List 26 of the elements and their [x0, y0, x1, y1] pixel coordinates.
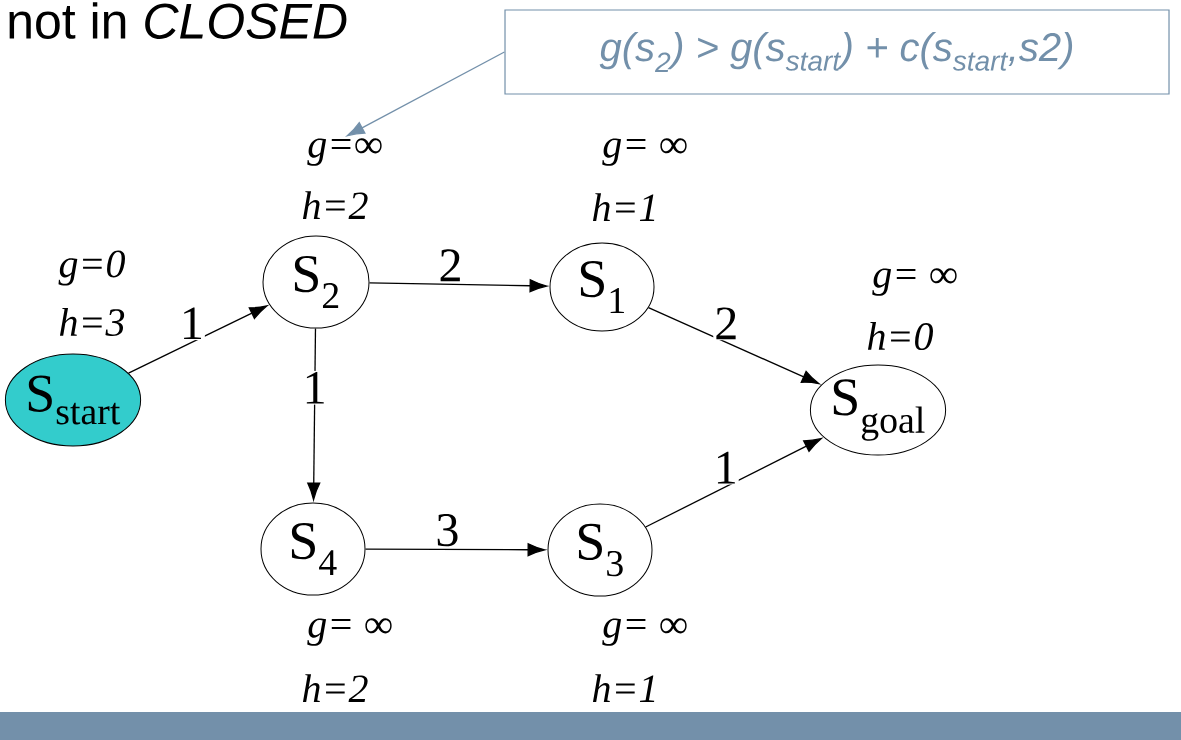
cost-label: g= ∞: [307, 618, 392, 646]
edge-label: 1: [301, 370, 328, 405]
cost-label: h=1: [592, 674, 655, 702]
cost-label: g= ∞: [602, 138, 687, 166]
cost-label: g=∞: [307, 138, 382, 166]
arrow: [647, 307, 820, 385]
edge-label: 2: [437, 248, 464, 283]
heading-text: not in CLOSED: [9, 2, 347, 39]
arrow: [368, 279, 548, 293]
edge-label: 1: [178, 306, 205, 341]
cost-label: g= ∞: [602, 618, 687, 646]
arrow: [364, 543, 546, 557]
edge-label: 3: [434, 513, 461, 548]
callout-box: g(s$_{2}$) > g(s$_{start}$) + c(s$_{start}$,s2): [504, 9, 1170, 95]
cost-label: h=2: [302, 191, 368, 219]
leader-arrow: [346, 51, 506, 137]
edge-label: 2: [713, 306, 740, 341]
cost-label: h=0: [867, 321, 933, 351]
cost-label: g=0: [58, 250, 125, 286]
arrow: [645, 438, 822, 528]
cost-label: h=1: [592, 193, 655, 221]
arrow: [127, 305, 268, 374]
cost-label: h=3: [59, 307, 125, 337]
cost-label: h=2: [302, 674, 368, 702]
cost-label: g= ∞: [872, 268, 957, 296]
edge-label: 1: [712, 450, 739, 485]
